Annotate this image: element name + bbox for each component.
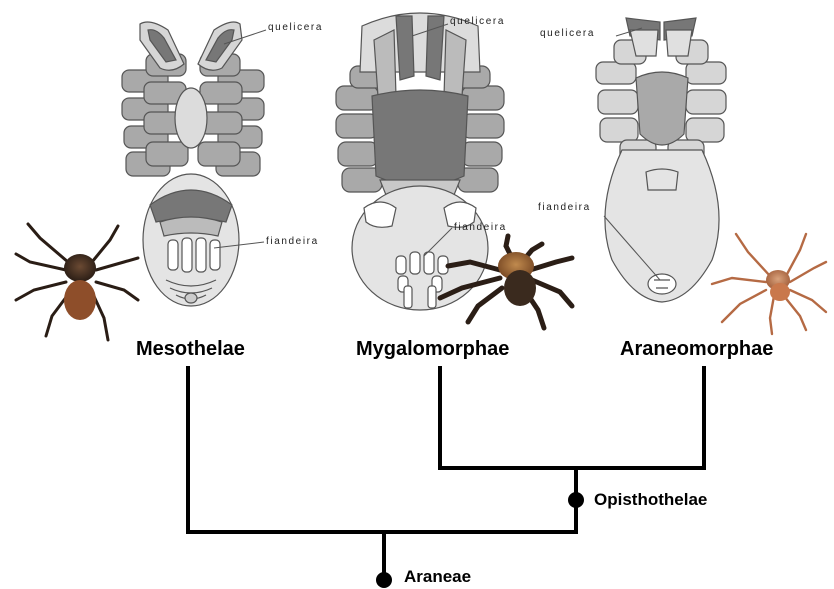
node-opisthothelae-dot	[568, 492, 584, 508]
mesothelae-spider-photo	[16, 224, 138, 340]
phylogenetic-tree	[186, 366, 706, 582]
spinneret-label-mygalomorphae: fiandeira	[454, 222, 507, 233]
node-label-araneae: Araneae	[404, 567, 471, 587]
node-label-opisthothelae: Opisthothelae	[594, 490, 707, 510]
spinneret-label-araneomorphae: fiandeira	[538, 202, 591, 213]
spinneret-label-mesothelae: fiandeira	[266, 236, 319, 247]
araneomorphae-spider-photo	[712, 234, 826, 334]
chelicera-label-araneomorphae: quelicera	[540, 28, 595, 39]
chelicera-label-mygalomorphae: quelicera	[450, 16, 505, 27]
node-araneae-dot	[376, 572, 392, 588]
mesothelae-ventral-diagram	[122, 22, 264, 306]
taxon-label-mygalomorphae: Mygalomorphae	[356, 338, 509, 361]
araneomorphae-ventral-diagram	[596, 18, 726, 302]
taxon-label-araneomorphae: Araneomorphae	[620, 338, 773, 361]
taxon-label-mesothelae: Mesothelae	[136, 338, 245, 361]
chelicera-label-mesothelae: quelicera	[268, 22, 323, 33]
